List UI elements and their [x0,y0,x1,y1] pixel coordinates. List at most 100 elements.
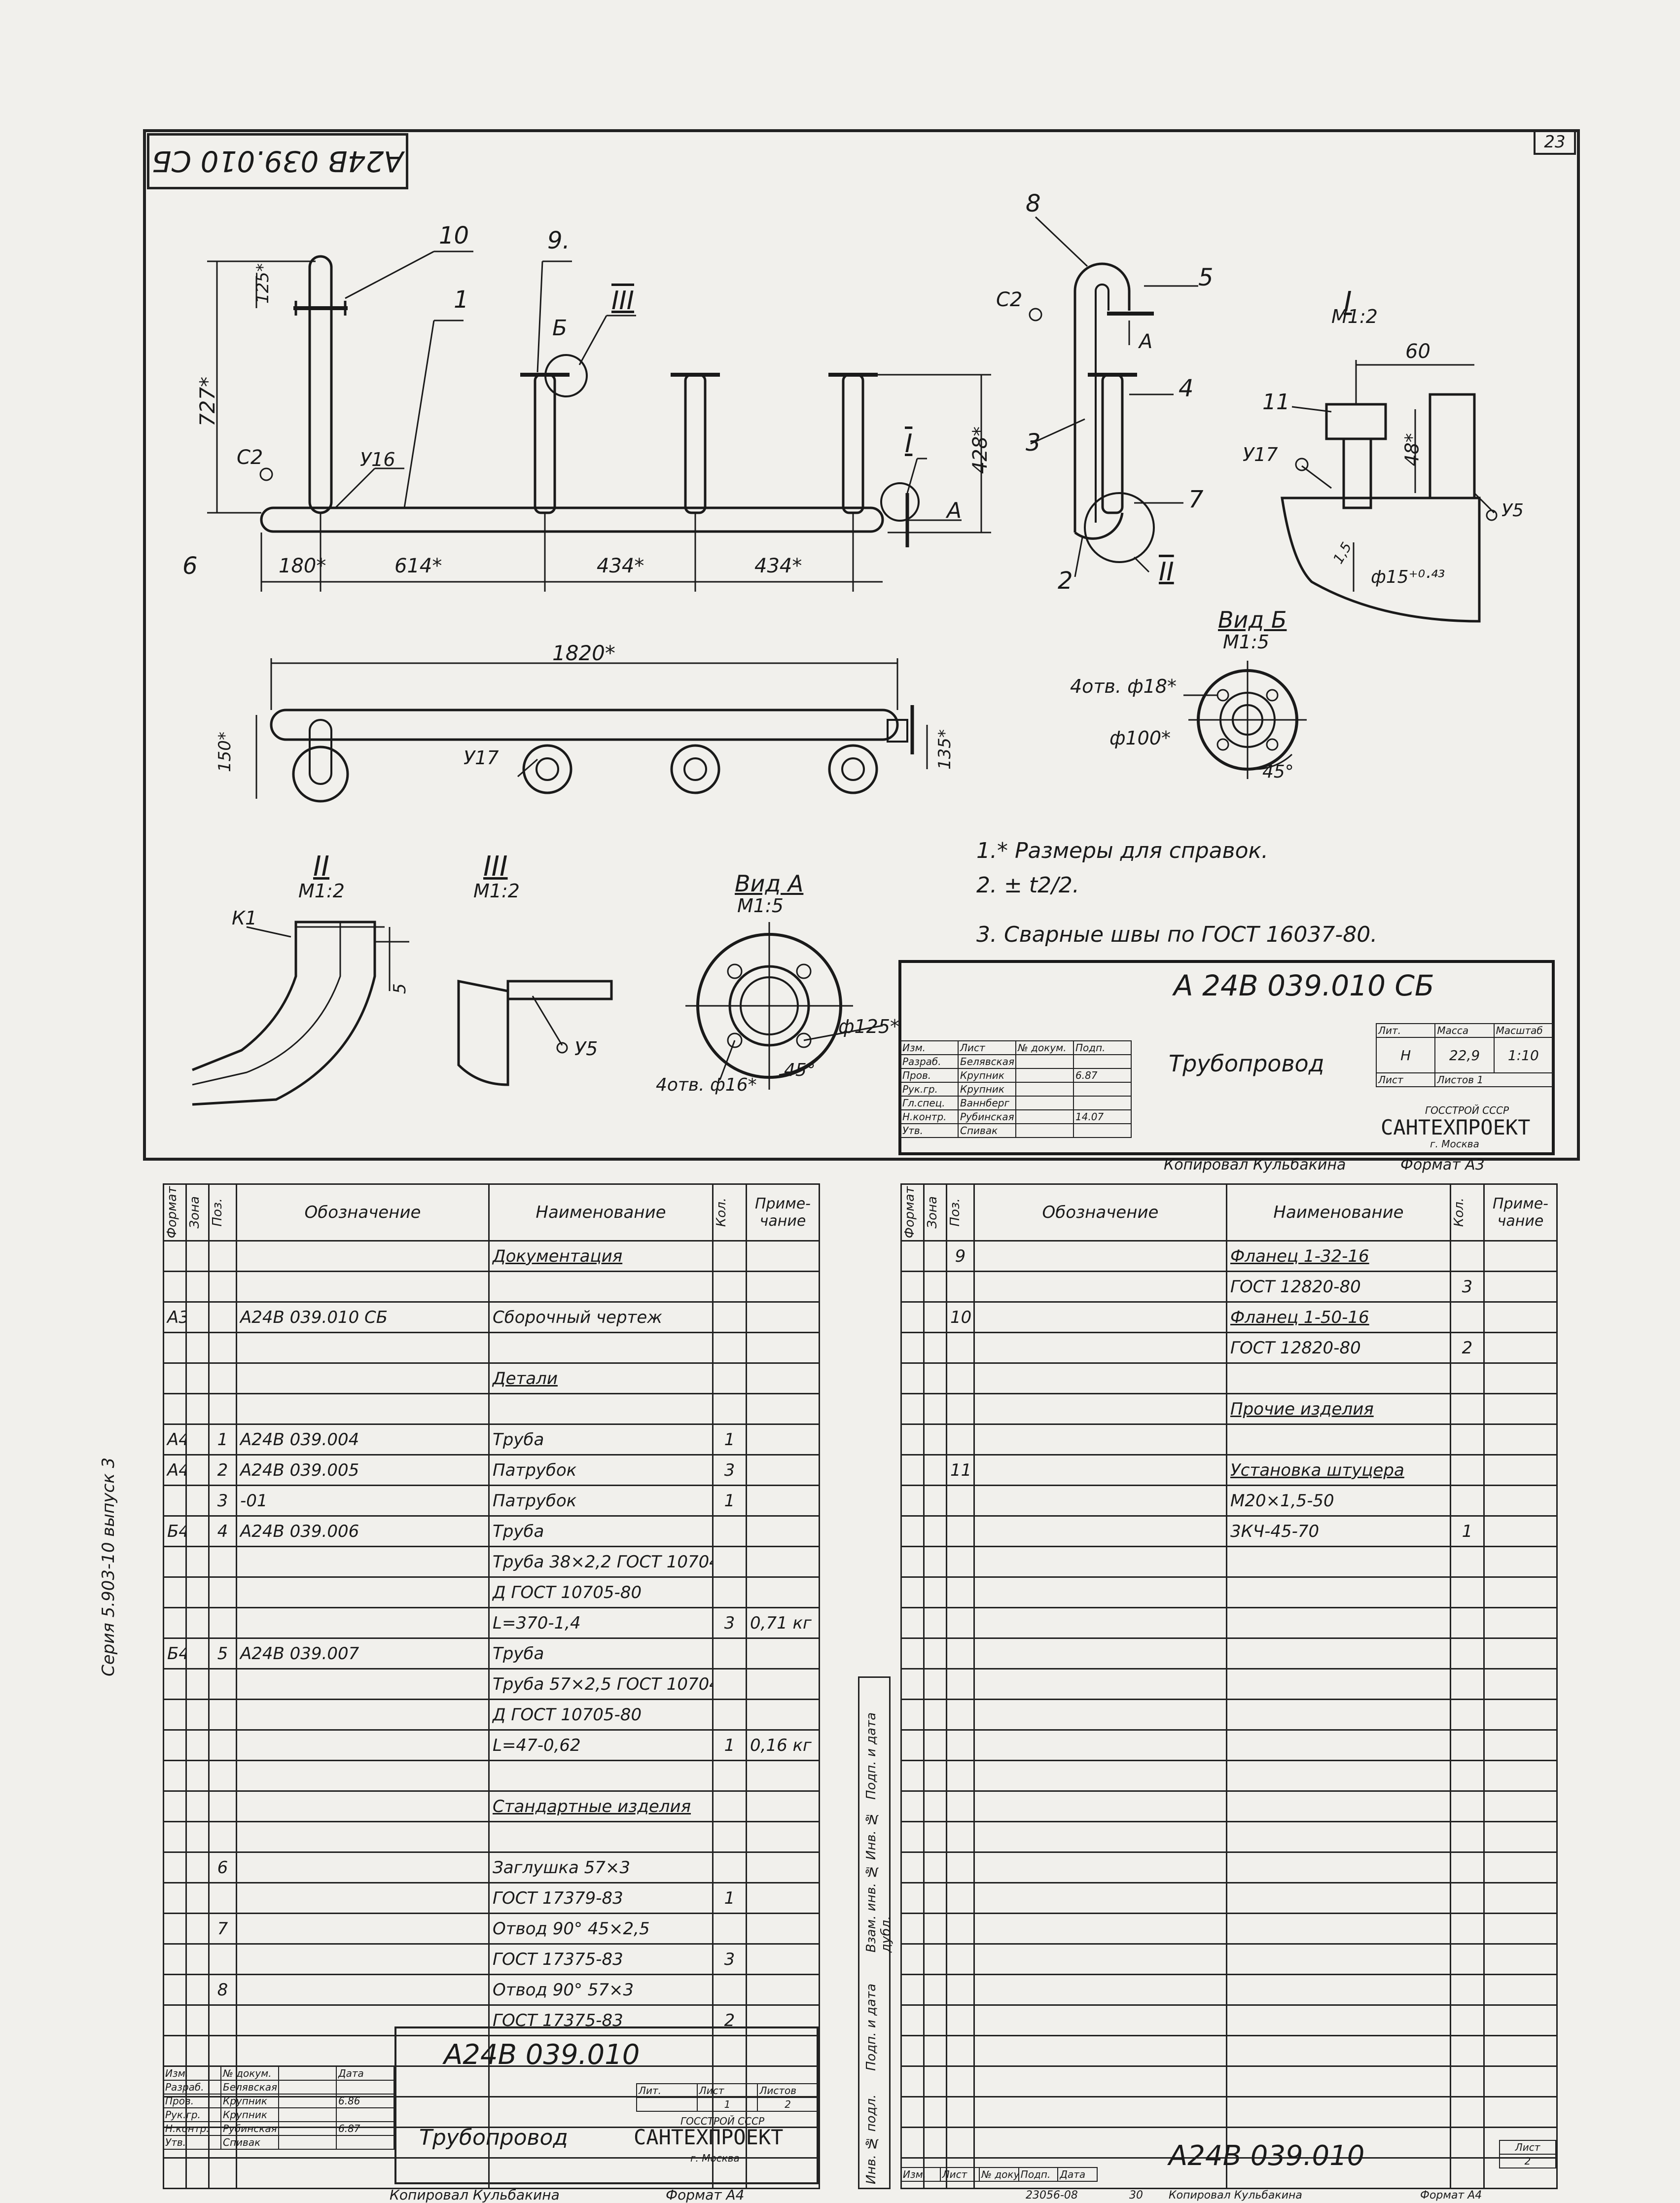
cell-qty [1450,1607,1485,1639]
cell-zone [923,1821,947,1853]
cell-pos [946,2035,975,2067]
cell-pos [208,1882,237,1914]
cell-qty [1450,1485,1485,1517]
spec-left-code: А24В 039.010 [444,2039,640,2071]
cell-name: ГОСТ 17375-83 [488,1943,714,1975]
cell-pos [946,1729,975,1761]
cell-pos [946,1943,975,1975]
cell-name [1226,1668,1451,1700]
cell-name [1226,2157,1451,2189]
cell-zone [923,1301,947,1333]
cell-format [900,1699,925,1731]
view-iii-title: III [483,851,508,883]
side-label-podp-1: Подп. и дата [864,1712,879,1800]
cell-format [900,1882,925,1914]
cell-name [488,1393,714,1425]
cell-zone [185,1393,210,1425]
vid-a-title: Вид А [735,870,804,897]
cell-name [1226,2065,1451,2097]
spec-right-bottom-left: 23056-08 [1026,2189,1078,2202]
cell-format [163,1668,187,1700]
cell-qty [712,1301,747,1333]
cell-format [163,1913,187,1945]
spec-left-table: Формат Зона Поз. Обозначение Наименовани… [163,1183,820,2189]
spec-right-sheet: Лист 2 [1499,2140,1556,2168]
cell-designation [973,1729,1227,1761]
cell-zone [185,1485,210,1517]
table-row: Детали [163,1362,820,1394]
cell-qty: 3 [712,1943,747,1975]
cell-note [746,1485,820,1517]
callout-i: I [905,429,913,459]
cell-designation [236,1607,490,1639]
cell-name: М20×1,5-50 [1226,1485,1451,1517]
spec-left-org2: САНТЕХПРОЕКТ [634,2125,784,2149]
cell-name [488,1760,714,1792]
cell-pos [208,1760,237,1792]
cell-format [900,1607,925,1639]
cell-name [1226,1882,1451,1914]
side-label-vzam: Взам. инв. № Инв. № дубл. [864,1811,894,1953]
cell-qty [1450,1362,1485,1394]
cell-zone [185,1790,210,1822]
cell-zone [185,1668,210,1700]
spec-right-code: А24В 039.010 [1169,2140,1365,2172]
cell-note [746,2004,820,2036]
cell-qty [1450,1760,1485,1792]
cell-zone [923,1943,947,1975]
cell-qty [1450,1790,1485,1822]
cell-zone [923,2065,947,2097]
cell-pos [946,1362,975,1394]
cell-name [1226,1729,1451,1761]
table-row: Документация [163,1240,820,1272]
cell-zone [923,2096,947,2128]
cell-pos: 2 [208,1454,237,1486]
dim-48: 48* [1401,433,1423,466]
cell-designation [236,1882,490,1914]
cell-designation [236,1240,490,1272]
cell-name: Сборочный чертеж [488,1301,714,1333]
cell-zone [185,1515,210,1547]
cell-qty [712,1913,747,1945]
cell-format [900,2004,925,2036]
table-row: Стандартные изделия [163,1790,820,1822]
cell-pos [946,2004,975,2036]
cell-format [163,1974,187,2006]
cell-format [900,1576,925,1608]
view-i-title: I [1344,286,1352,318]
cell-note [1483,1576,1558,1608]
cell-qty [712,1637,747,1670]
cell-pos [946,1546,975,1578]
cell-pos [946,2127,975,2159]
cell-format [900,1515,925,1547]
cell-qty: 1 [712,1729,747,1761]
cell-name: L=47-0,62 [488,1729,714,1761]
cell-format [900,1729,925,1761]
cell-format [900,1790,925,1822]
cell-qty: 1 [1450,1515,1485,1547]
table-row [900,1576,1558,1608]
callout-6: 6 [182,552,198,580]
cell-format [163,1240,187,1272]
cell-pos [208,1790,237,1822]
cell-pos: 5 [208,1637,237,1670]
cell-qty [712,1240,747,1272]
cell-format: А4 [163,1454,187,1486]
cell-pos [208,1301,237,1333]
cell-format [163,1607,187,1639]
cell-format [900,1637,925,1670]
main-pipe [260,506,884,533]
cell-note [1483,1301,1558,1333]
cell-designation [973,1943,1227,1975]
dim-vida-holes: 4отв. ф16* [656,1075,757,1095]
cell-qty [1450,1454,1485,1486]
cell-qty [1450,1668,1485,1700]
table-row [900,2004,1558,2036]
cell-zone [923,1790,947,1822]
callout-a-side: А [1139,330,1153,353]
cell-pos: 8 [208,1974,237,2006]
cell-designation [236,1576,490,1608]
